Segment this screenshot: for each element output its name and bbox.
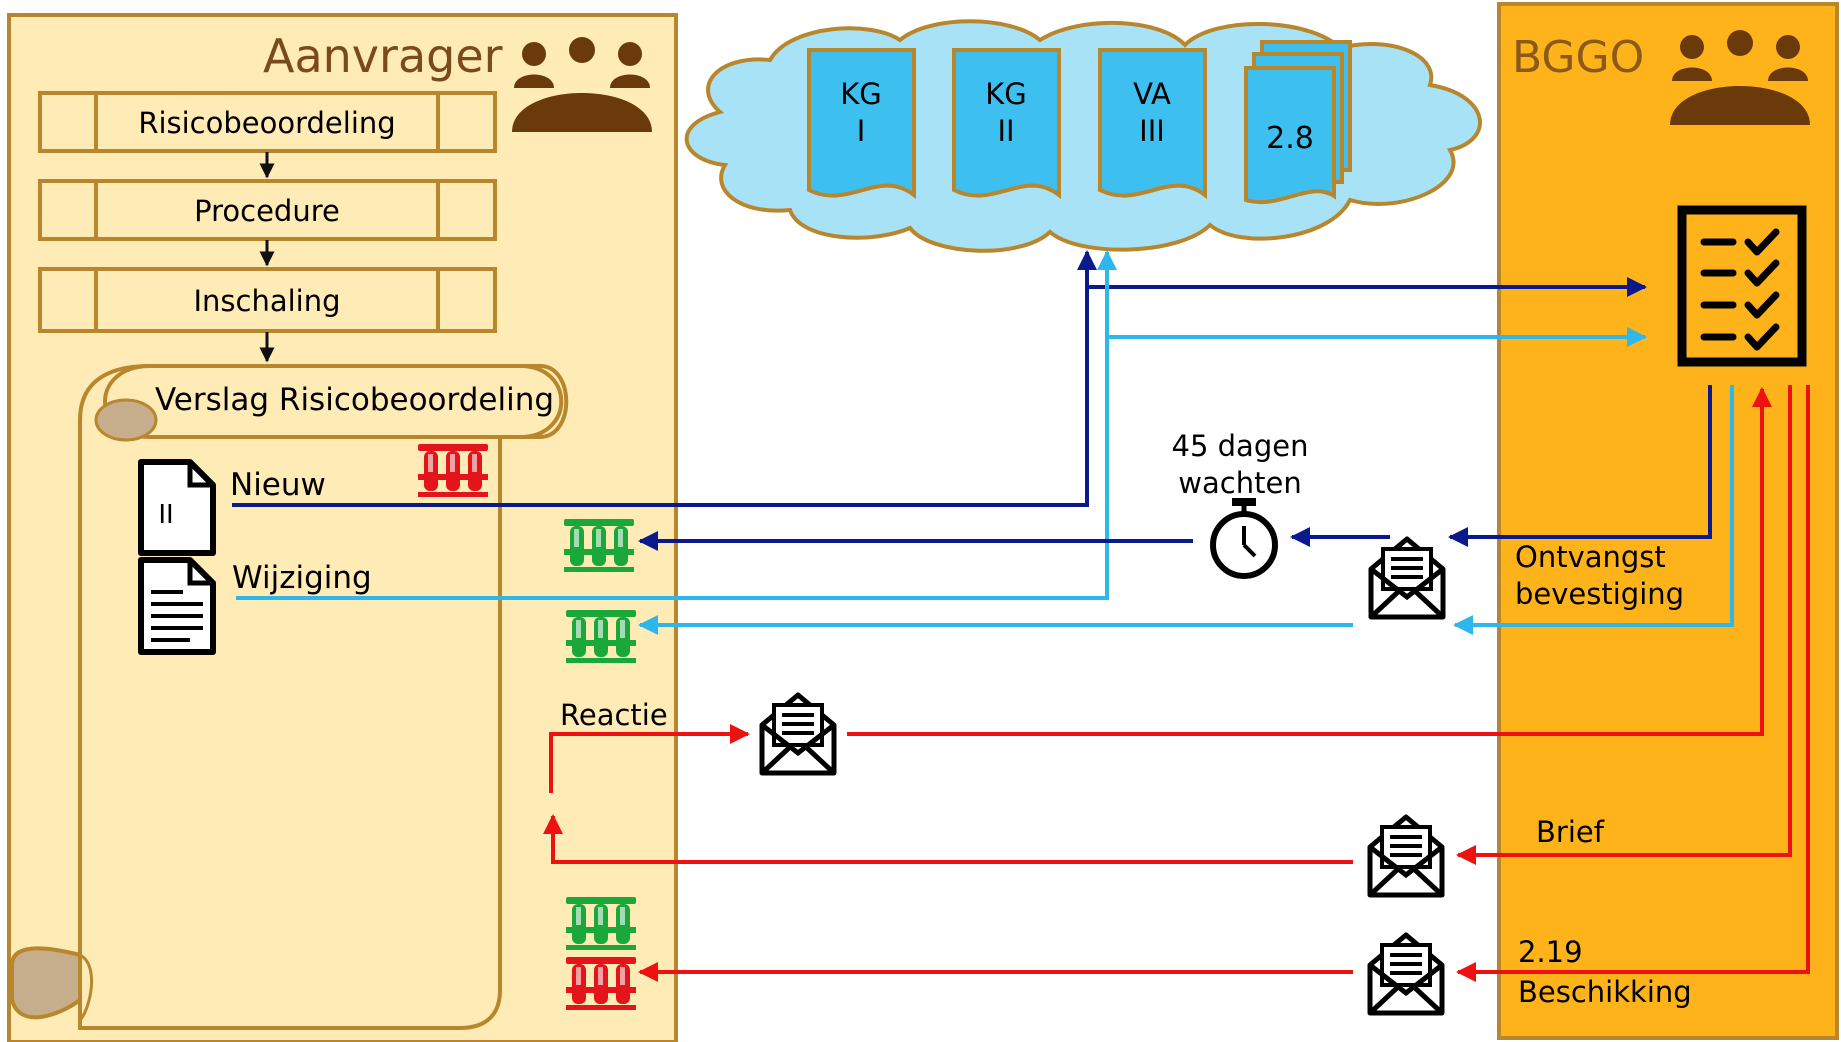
cloud-doc-stack: 2.8 xyxy=(1244,40,1352,205)
red-tubes-icon xyxy=(566,957,636,1010)
aanvrager-title: Aanvrager xyxy=(263,29,503,83)
svg-text:I: I xyxy=(857,114,866,148)
letter-label: Brief xyxy=(1536,815,1605,849)
cloud-repository xyxy=(684,19,1482,253)
green-tubes-icon xyxy=(566,610,636,663)
doc-change-label: Wijziging xyxy=(232,560,372,596)
wait-label-1: 45 dagen xyxy=(1172,429,1309,463)
flow-receipt-change xyxy=(1453,385,1734,635)
decision-label-1: 2.19 xyxy=(1518,935,1583,969)
document-icon: II xyxy=(138,459,216,556)
flow-new-to-cloud xyxy=(232,250,1097,507)
green-tubes-icon xyxy=(564,519,634,572)
svg-text:KG: KG xyxy=(985,77,1027,111)
step-label: Procedure xyxy=(194,194,340,228)
checklist-icon xyxy=(1677,205,1807,367)
envelope-icon-decision xyxy=(1370,935,1442,1013)
flow-reaction-to-bggo xyxy=(847,387,1772,736)
wait-label-2: wachten xyxy=(1178,466,1301,500)
step-inschaling: Inschaling xyxy=(38,267,497,333)
red-tubes-icon xyxy=(418,444,488,497)
flow-letter xyxy=(1456,385,1792,865)
cloud-doc-kg-ii: KG II xyxy=(952,48,1061,198)
flow-letter-to-aanvrager xyxy=(543,814,1353,864)
step-risicobeoordeling: Risicobeoordeling xyxy=(38,91,497,153)
svg-text:III: III xyxy=(1139,114,1165,148)
report-scroll xyxy=(10,364,569,1030)
receipt-label-2: bevestiging xyxy=(1515,577,1684,611)
step-label: Inschaling xyxy=(193,284,340,318)
step-label: Risicobeoordeling xyxy=(138,106,395,140)
envelope-icon-letter xyxy=(1370,817,1442,895)
reaction-label: Reactie xyxy=(560,698,668,732)
decision-label-2: Beschikking xyxy=(1518,975,1692,1009)
flow-change-to-cloud xyxy=(236,250,1117,600)
flow-reaction-out xyxy=(549,724,750,793)
bggo-lane xyxy=(1497,2,1839,1040)
envelope-icon-receipt xyxy=(1371,539,1443,617)
bggo-title: BGGO xyxy=(1512,32,1644,83)
svg-text:2.8: 2.8 xyxy=(1266,121,1314,156)
doc-new-label: Nieuw xyxy=(230,467,326,503)
report-title: Verslag Risicobeoordeling xyxy=(155,382,554,418)
document-icon xyxy=(138,557,216,655)
svg-text:II: II xyxy=(997,114,1014,148)
flow-decision xyxy=(1456,385,1810,982)
step-procedure: Procedure xyxy=(38,179,497,241)
green-tubes-icon xyxy=(566,897,636,950)
envelope-icon-reaction xyxy=(762,695,834,773)
flow-receipt-new xyxy=(1448,385,1712,547)
cloud-doc-kg-i: KG I xyxy=(807,48,916,198)
receipt-label-1: Ontvangst xyxy=(1515,540,1666,574)
stopwatch-icon xyxy=(1210,498,1278,579)
svg-text:KG: KG xyxy=(840,77,882,111)
cloud-doc-va-iii: VA III xyxy=(1098,48,1207,198)
doc-new-glyph: II xyxy=(158,500,173,530)
svg-text:VA: VA xyxy=(1133,77,1171,111)
